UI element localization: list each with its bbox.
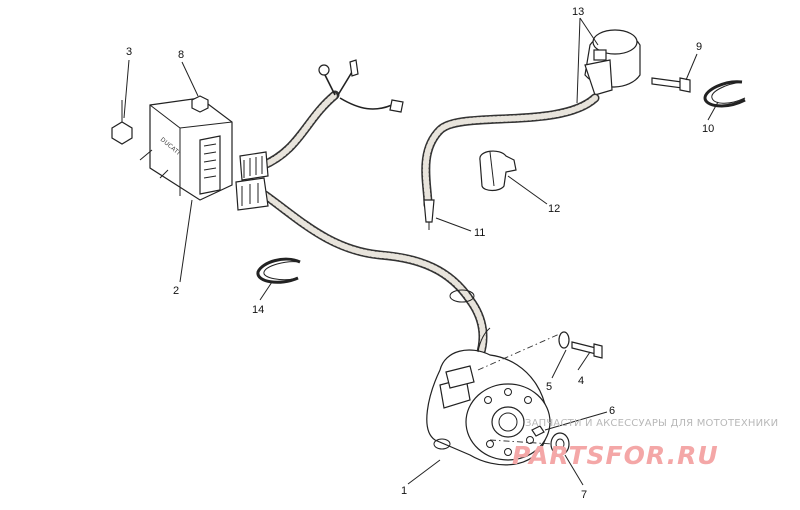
washer-5: [558, 331, 570, 349]
watermark-text: ЗАПЧАСТИ И АКСЕССУАРЫ ДЛЯ МОТОТЕХНИКИ: [525, 418, 778, 429]
screw-4: [571, 341, 603, 359]
callout-13: 13: [572, 6, 584, 18]
wiring-harness: [235, 59, 488, 360]
clip-14: [256, 257, 301, 284]
bolt-9: [651, 77, 691, 93]
watermark: ЗАПЧАСТИ И АКСЕССУАРЫ ДЛЯ МОТОТЕХНИКИ PA…: [512, 418, 778, 470]
bolt-3: [111, 100, 133, 145]
woodruff-key-6: [531, 425, 545, 437]
stator-assembly: [426, 327, 551, 466]
watermark-logo: PARTSFOR.RU: [512, 441, 719, 470]
callout-2: 2: [173, 285, 179, 297]
callout-11: 11: [474, 227, 485, 239]
spark-plug-cap: [479, 150, 517, 192]
nut-8: [191, 95, 209, 113]
callout-10: 10: [702, 123, 714, 135]
callout-14: 14: [252, 304, 264, 316]
ignition-coil: [421, 29, 641, 230]
callout-7: 7: [581, 489, 587, 501]
callout-3: 3: [126, 46, 132, 58]
callout-numbers: 3 8 2 14 13 9 10 11 12 1 4 5 6 7: [126, 6, 714, 501]
callout-5: 5: [546, 381, 552, 393]
leader-lines: [123, 17, 719, 486]
callout-9: 9: [696, 41, 702, 53]
callout-6: 6: [609, 405, 615, 417]
clip-10: [703, 80, 746, 108]
callout-4: 4: [578, 375, 584, 387]
callout-8: 8: [178, 49, 184, 61]
nut-7: [550, 432, 570, 456]
cdi-control-unit: DUCATI: [139, 97, 233, 201]
callout-1: 1: [401, 485, 407, 497]
callout-12: 12: [548, 203, 560, 215]
assembly-lines: [477, 331, 565, 445]
